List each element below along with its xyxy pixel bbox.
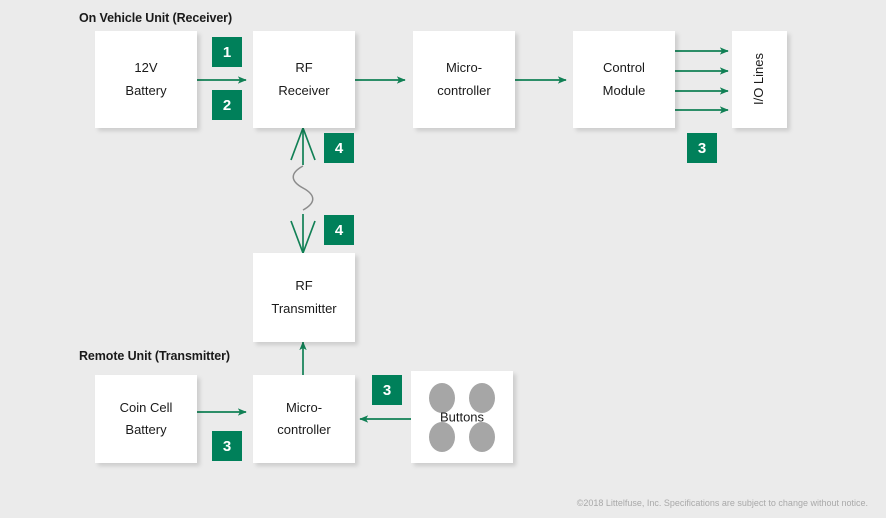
badge-3-buttons: 3 bbox=[372, 375, 402, 405]
block-microcontroller-transmitter: Micro- controller bbox=[253, 375, 355, 463]
badge-4-transmitter-antenna: 4 bbox=[324, 215, 354, 245]
block-io-lines: I/O Lines bbox=[732, 31, 787, 128]
block-battery-12v: 12V Battery bbox=[95, 31, 197, 128]
block-io-lines-label: I/O Lines bbox=[751, 53, 767, 106]
badge-3-coin-cell: 3 bbox=[212, 431, 242, 461]
antenna-transmitter-right bbox=[302, 220, 316, 254]
block-microcontroller-receiver: Micro- controller bbox=[413, 31, 515, 128]
block-battery-12v-line-1: 12V bbox=[134, 60, 158, 76]
copyright-note: ©2018 Littelfuse, Inc. Specifications ar… bbox=[576, 498, 868, 508]
badge-2-battery-to-rf: 2 bbox=[212, 90, 242, 120]
block-microcontroller-receiver-line-1: Micro- bbox=[445, 60, 483, 76]
block-coin-cell-battery: Coin Cell Battery bbox=[95, 375, 197, 463]
block-control-module-line-2: Module bbox=[602, 82, 646, 98]
block-rf-transmitter-line-1: RF bbox=[295, 278, 313, 294]
rf-wireless-link-icon bbox=[292, 165, 314, 211]
badge-3-io-lines: 3 bbox=[687, 133, 717, 163]
block-rf-transmitter: RF Transmitter bbox=[253, 253, 355, 342]
antenna-receiver-right bbox=[302, 127, 316, 161]
block-buttons-label: Buttons bbox=[439, 409, 485, 425]
section-heading-receiver: On Vehicle Unit (Receiver) bbox=[79, 11, 233, 25]
button-dot-top-left[interactable] bbox=[429, 383, 455, 413]
block-coin-cell-battery-line-2: Battery bbox=[125, 422, 167, 437]
block-rf-receiver-line-2: Receiver bbox=[278, 82, 330, 98]
block-rf-receiver-line-1: RF bbox=[295, 60, 313, 76]
button-dot-top-right[interactable] bbox=[469, 383, 495, 413]
section-heading-transmitter: Remote Unit (Transmitter) bbox=[79, 349, 230, 363]
block-control-module: Control Module bbox=[573, 31, 675, 128]
block-battery-12v-line-2: Battery bbox=[125, 82, 167, 98]
antenna-transmitter-left bbox=[290, 220, 304, 254]
badge-1-battery-to-rf: 1 bbox=[212, 37, 242, 67]
block-rf-transmitter-line-2: Transmitter bbox=[271, 300, 337, 316]
block-microcontroller-transmitter-line-1: Micro- bbox=[285, 399, 323, 415]
button-dot-bottom-right[interactable] bbox=[469, 422, 495, 452]
block-microcontroller-receiver-line-2: controller bbox=[437, 82, 491, 98]
block-buttons: Buttons bbox=[411, 371, 513, 463]
badge-4-receiver-antenna: 4 bbox=[324, 133, 354, 163]
block-microcontroller-transmitter-line-2: controller bbox=[277, 422, 331, 437]
block-coin-cell-battery-line-1: Coin Cell bbox=[119, 399, 173, 415]
antenna-receiver-left bbox=[290, 127, 304, 161]
block-control-module-line-1: Control bbox=[603, 60, 645, 76]
button-dot-bottom-left[interactable] bbox=[429, 422, 455, 452]
block-rf-receiver: RF Receiver bbox=[253, 31, 355, 128]
